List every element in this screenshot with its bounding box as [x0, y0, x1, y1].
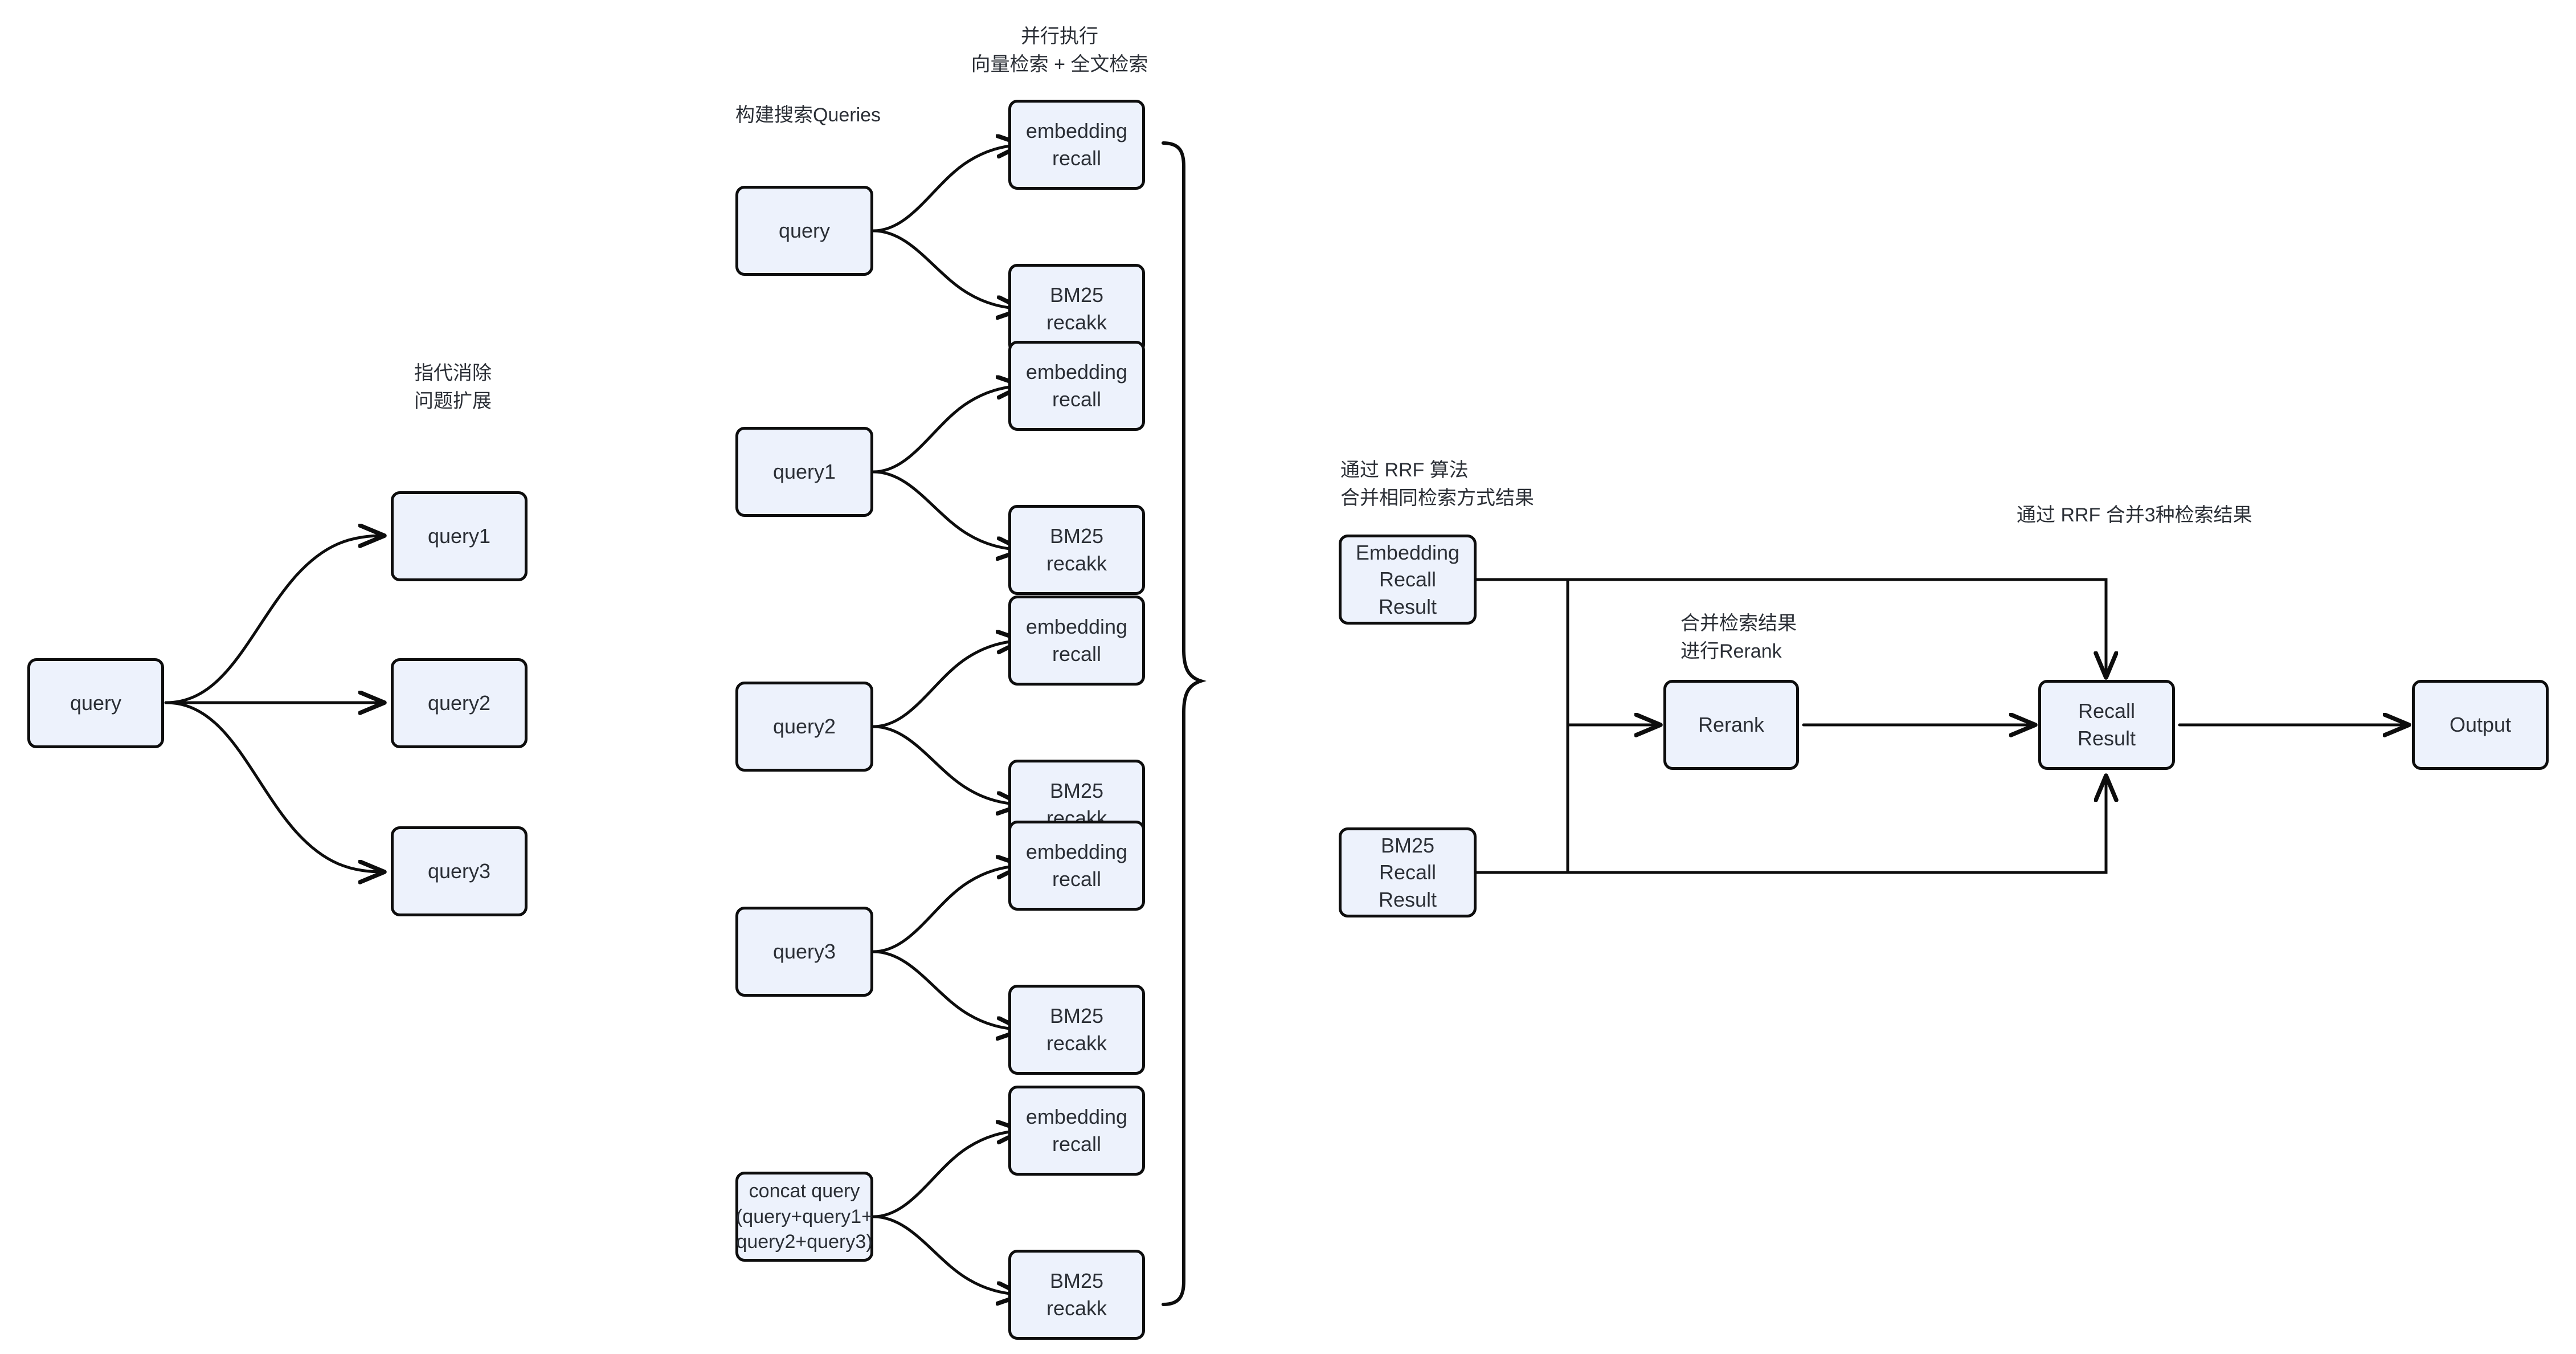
caption-parallel-exec: 并行执行 向量检索 + 全文检索 — [971, 26, 1148, 76]
caption-rrf-three: 通过 RRF 合并3种检索结果 — [2017, 504, 2252, 526]
node-bm25-recall-result[interactable]: BM25 Recall Result — [1339, 827, 1477, 917]
caption-build-queries: 构建搜索Queries — [735, 104, 881, 126]
node-query3[interactable]: query3 — [391, 826, 528, 916]
node-stage2-source-query3[interactable]: query3 — [735, 907, 873, 997]
node-bm25-recall-1[interactable]: BM25 recakk — [1008, 264, 1145, 354]
node-embedding-recall-result[interactable]: Embedding Recall Result — [1339, 535, 1477, 625]
node-query-source[interactable]: query — [27, 658, 164, 748]
node-stage2-source-query1[interactable]: query1 — [735, 427, 873, 517]
node-stage2-source-concat-query[interactable]: concat query (query+query1+ query2+query… — [735, 1172, 873, 1262]
node-stage2-source-query2[interactable]: query2 — [735, 682, 873, 772]
node-embedding-recall-5[interactable]: embedding recall — [1008, 1086, 1145, 1176]
node-rerank[interactable]: Rerank — [1663, 680, 1799, 770]
caption-rrf-same-mode: 通过 RRF 算法 合并相同检索方式结果 — [1340, 459, 1534, 509]
node-bm25-recall-4[interactable]: BM25 recakk — [1008, 985, 1145, 1075]
node-recall-result[interactable]: Recall Result — [2038, 680, 2175, 770]
node-output[interactable]: Output — [2412, 680, 2549, 770]
node-bm25-recall-5[interactable]: BM25 recakk — [1008, 1250, 1145, 1340]
node-query1[interactable]: query1 — [391, 491, 528, 581]
node-embedding-recall-3[interactable]: embedding recall — [1008, 596, 1145, 686]
node-embedding-recall-2[interactable]: embedding recall — [1008, 341, 1145, 431]
caption-coref-expand: 指代消除 问题扩展 — [414, 362, 492, 413]
node-bm25-recall-2[interactable]: BM25 recakk — [1008, 505, 1145, 595]
node-stage2-source-query[interactable]: query — [735, 186, 873, 276]
caption-merge-rerank: 合并检索结果 进行Rerank — [1680, 613, 1797, 663]
node-query2[interactable]: query2 — [391, 658, 528, 748]
node-embedding-recall-4[interactable]: embedding recall — [1008, 821, 1145, 911]
node-embedding-recall-1[interactable]: embedding recall — [1008, 100, 1145, 190]
